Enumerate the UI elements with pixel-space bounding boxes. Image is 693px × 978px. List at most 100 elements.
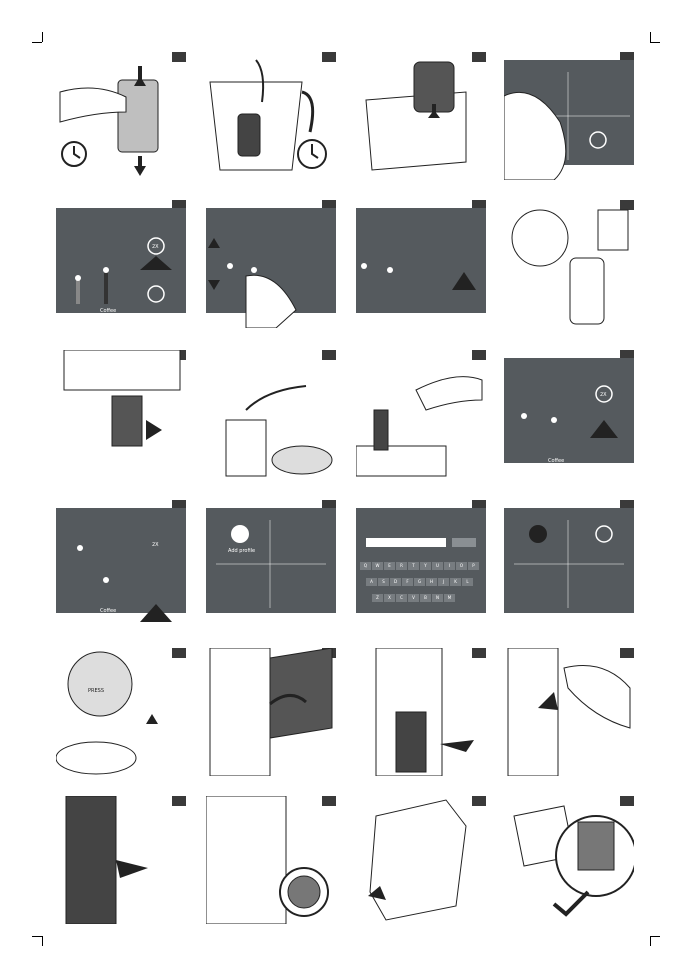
step-insert-filter: [356, 52, 486, 180]
step-volume: [206, 200, 336, 328]
machine-display: [206, 508, 336, 613]
crop-mark: [650, 42, 660, 43]
step-next: [356, 200, 486, 328]
add-profile-label: Add profile: [228, 548, 256, 554]
keyboard-key[interactable]: K: [450, 578, 461, 586]
coffee-label: Coffee: [100, 608, 117, 614]
milk-carafe-illustration: [511, 209, 629, 325]
keyboard-key[interactable]: V: [408, 594, 419, 602]
crop-mark: [32, 42, 42, 43]
keyboard-key[interactable]: N: [432, 594, 443, 602]
keyboard-key[interactable]: F: [402, 578, 413, 586]
step-tag: [322, 350, 336, 360]
step-pull-unit: [356, 648, 486, 776]
save-screen: [77, 545, 172, 622]
step-tag: [322, 796, 336, 806]
step-remove-unit: [56, 350, 186, 478]
keyboard-key[interactable]: E: [384, 562, 395, 570]
keyboard-key[interactable]: A: [366, 578, 377, 586]
checkmark-icon: [552, 890, 590, 917]
keyboard-key[interactable]: J: [438, 578, 449, 586]
confirm-button[interactable]: [452, 538, 476, 547]
step-milk: [504, 200, 634, 328]
keyboard-key[interactable]: Y: [420, 562, 431, 570]
keyboard-key[interactable]: X: [384, 594, 395, 602]
keyboard-key[interactable]: Q: [360, 562, 371, 570]
double-label: 2X: [600, 392, 607, 398]
step-tag: [620, 500, 634, 510]
volume-screen: [208, 238, 297, 328]
coffee-label: Coffee: [548, 458, 565, 464]
keyboard-key[interactable]: L: [462, 578, 473, 586]
remove-brewer-illustration: [65, 796, 148, 924]
step-tag: [620, 350, 634, 360]
profile-grid: [216, 520, 326, 608]
machine-display: [56, 508, 186, 613]
step-milk-select: Coffee 2X: [504, 350, 634, 478]
step-tag: [172, 200, 186, 210]
crop-mark: [32, 936, 42, 937]
step-tube: [206, 350, 336, 478]
keyboard-key[interactable]: B: [420, 594, 431, 602]
step-tag: [322, 52, 336, 62]
step-tag: [172, 796, 186, 806]
step-tag: [322, 200, 336, 210]
next-screen: [361, 263, 476, 290]
machine-display: [504, 358, 634, 463]
keyboard-key[interactable]: D: [390, 578, 401, 586]
step-screen-tap: [504, 52, 634, 180]
machine-display: [504, 508, 634, 613]
coffee-label: Coffee: [100, 308, 117, 314]
keyboard-key[interactable]: W: [372, 562, 383, 570]
keyboard-key[interactable]: G: [414, 578, 425, 586]
keyboard-key[interactable]: S: [378, 578, 389, 586]
keyboard-key[interactable]: M: [444, 594, 455, 602]
check-ok-illustration: [513, 805, 634, 917]
step-tag: [322, 500, 336, 510]
keyboard-key[interactable]: P: [468, 562, 479, 570]
grinder-illustration: [56, 651, 158, 775]
step-tag: [472, 500, 486, 510]
name-input[interactable]: [366, 538, 446, 547]
double-label: 2X: [152, 244, 159, 250]
filter-tap-illustration: [59, 66, 159, 176]
step-tag: [172, 648, 186, 658]
step-check-ok: [504, 796, 634, 924]
step-profile-save: Coffee 2X: [56, 500, 186, 628]
step-tag: [472, 200, 486, 210]
step-filter-soak: [206, 52, 336, 180]
keyboard-key[interactable]: H: [426, 578, 437, 586]
step-keyboard: Q W E R T Y U I O P A S D F G H J K L Z …: [356, 500, 486, 628]
keyboard-key[interactable]: U: [432, 562, 443, 570]
door-illustration: [209, 648, 333, 776]
step-add-profile: Add profile: [206, 500, 336, 628]
double-label: 2X: [152, 542, 159, 548]
step-tag: [620, 52, 634, 62]
keyboard-key[interactable]: R: [396, 562, 407, 570]
keyboard-key[interactable]: C: [396, 594, 407, 602]
step-clean-brush: [356, 350, 486, 478]
machine-front-illustration: [63, 350, 181, 447]
keyboard-key[interactable]: T: [408, 562, 419, 570]
step-tag: [472, 52, 486, 62]
step-profile-done: [504, 500, 634, 628]
step-open-door: [206, 648, 336, 776]
step-tag: [172, 500, 186, 510]
brewer-unit-illustration: [368, 799, 467, 921]
finger-illustration: [504, 72, 630, 180]
keyboard-key[interactable]: I: [444, 562, 455, 570]
strength-screen: [75, 237, 172, 304]
brush-illustration: [356, 376, 483, 477]
step-tag: [620, 200, 634, 210]
step-remove-brewer: [56, 796, 186, 924]
keyboard-key[interactable]: Z: [372, 594, 383, 602]
step-tag: [472, 796, 486, 806]
step-tag: [620, 648, 634, 658]
keyboard-key[interactable]: O: [456, 562, 467, 570]
crop-mark: [650, 936, 651, 946]
milk-screen: [521, 385, 618, 438]
tank-illustration: [365, 61, 467, 171]
step-brewer-lever: [356, 796, 486, 924]
profile-done-screen: [514, 520, 624, 608]
crop-mark: [42, 32, 43, 42]
